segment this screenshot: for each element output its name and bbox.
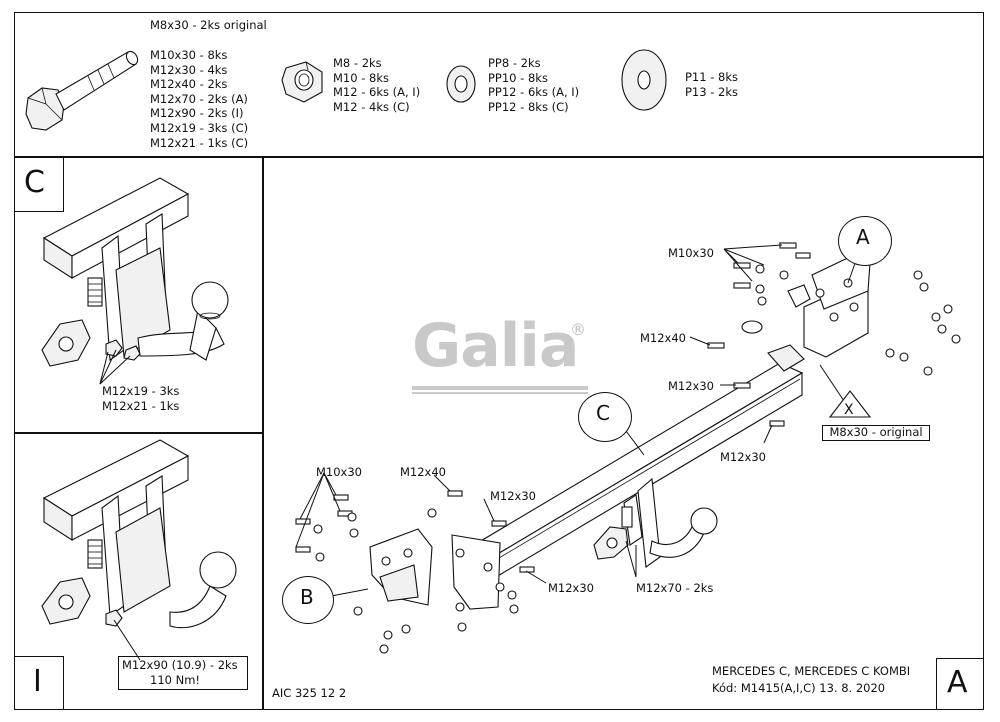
galia-logo-registered: ® xyxy=(570,320,586,339)
bolt-original-label: M8x30 - 2ks original xyxy=(150,18,267,32)
label-m10x30-top: M10x30 xyxy=(668,246,714,260)
big-washer-list: P11 - 8ks P13 - 2ks xyxy=(685,70,738,99)
callout-x: X xyxy=(844,402,854,418)
x-box: M8x30 - original xyxy=(822,425,930,441)
callout-a: A xyxy=(856,225,870,249)
panel-c-towbar-drawing xyxy=(41,177,229,385)
big-washer-item: P11 - 8ks xyxy=(685,70,738,84)
main-assembly-drawing xyxy=(295,242,961,654)
galia-logo: Galia xyxy=(412,311,579,381)
galia-logo-underline xyxy=(412,386,588,390)
bolt-item: M12x19 - 3ks (C) xyxy=(150,120,249,135)
callout-a-circle xyxy=(838,216,892,266)
nut-item: M8 - 2ks xyxy=(333,56,382,70)
panel-i-towbar-drawing xyxy=(41,439,237,661)
panel-c-letter: C xyxy=(24,165,45,200)
main-letter-box xyxy=(936,658,984,710)
nut-item: M10 - 8ks xyxy=(333,70,389,85)
panel-i-label-1: M12x90 (10.9) - 2ks xyxy=(122,658,238,672)
panel-i-label-box xyxy=(118,656,248,690)
nut-item: M12 - 6ks (A, I) xyxy=(333,85,421,100)
panel-i-letter-box xyxy=(14,656,64,710)
label-m12x30-mid: M12x30 xyxy=(490,489,536,503)
big-washer-item: P13 - 2ks xyxy=(685,84,738,99)
top-right-bolts xyxy=(707,242,811,427)
bolt-item: M12x21 - 1ks (C) xyxy=(150,135,249,150)
callout-b-circle xyxy=(282,576,334,624)
nut-icon xyxy=(281,61,323,103)
panel-i-label-2: 110 Nm! xyxy=(150,673,201,687)
label-m10x30-left: M10x30 xyxy=(316,465,362,479)
panel-c-label-2: M12x21 - 1ks xyxy=(102,399,180,413)
vehicle-title: MERCEDES C, MERCEDES C KOMBI xyxy=(712,664,911,678)
nut-list: M8 - 2ks M10 - 8ks M12 - 6ks (A, I) M12 … xyxy=(333,56,420,114)
label-m12x30-right2: M12x30 xyxy=(720,450,766,464)
outer-frame xyxy=(14,12,984,710)
panel-c-label-1: M12x19 - 3ks xyxy=(102,384,180,398)
header-divider xyxy=(14,156,984,158)
washer-item: PP12 - 6ks (A, I) xyxy=(488,85,580,100)
main-letter-a: A xyxy=(947,665,968,700)
bolt-item: M12x30 - 4ks xyxy=(150,62,228,77)
washer-item: PP10 - 8ks xyxy=(488,70,548,85)
bolt-item: M12x90 - 2ks (I) xyxy=(150,106,244,121)
callout-c-circle xyxy=(578,392,632,442)
panel-i-letter: I xyxy=(33,664,42,699)
left-panels-divider xyxy=(14,432,263,434)
washer-item: PP12 - 8ks (C) xyxy=(488,99,569,114)
label-m12x40-right: M12x40 xyxy=(640,331,686,345)
galia-logo-underline-2 xyxy=(412,392,588,394)
washer-item: PP8 - 2ks xyxy=(488,56,541,70)
washer-icon xyxy=(446,65,476,103)
callout-b: B xyxy=(300,585,314,609)
kod-line: Kód: M1415(A,I,C) 13. 8. 2020 xyxy=(712,681,886,695)
big-washer-icon xyxy=(621,49,667,111)
bolt-item: M12x40 - 2ks xyxy=(150,77,228,92)
right-nuts xyxy=(885,270,961,376)
callout-c: C xyxy=(596,401,610,425)
bolt-icon xyxy=(25,50,139,131)
nut-item: M12 - 4ks (C) xyxy=(333,99,410,114)
label-m12x70: M12x70 - 2ks xyxy=(636,581,714,595)
footer-code: AIC 325 12 2 xyxy=(272,686,347,700)
bolt-list: M10x30 - 8ks M12x30 - 4ks M12x40 - 2ks M… xyxy=(150,48,248,150)
label-m12x40-left: M12x40 xyxy=(400,465,446,479)
panel-c-letter-box xyxy=(14,156,64,212)
label-m12x30-right1: M12x30 xyxy=(668,379,714,393)
bolt-item: M12x70 - 2ks (A) xyxy=(150,91,248,106)
bolt-item: M10x30 - 8ks xyxy=(150,48,228,62)
left-bolts xyxy=(295,490,535,654)
washer-list: PP8 - 2ks PP10 - 8ks PP12 - 6ks (A, I) P… xyxy=(488,56,579,114)
label-m12x30-bottom: M12x30 xyxy=(548,581,594,595)
